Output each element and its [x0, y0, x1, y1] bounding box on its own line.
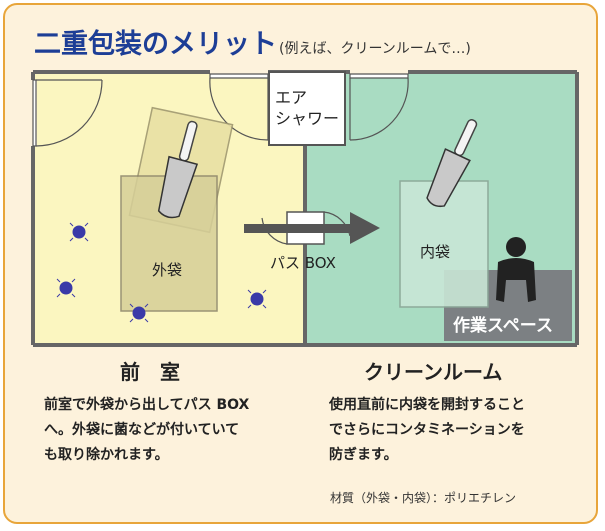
anteroom-desc-line: 前室で外袋から出してパス BOX [44, 397, 250, 413]
outer-bag-label: 外袋 [152, 261, 182, 279]
work-space-label: 作業スペース [453, 315, 553, 336]
inner-bag-label: 内袋 [420, 243, 450, 261]
pass-box-label: パス BOX [270, 254, 336, 272]
cleanroom-desc-line: でさらにコンタミネーションを [329, 422, 525, 438]
transfer-arrow [244, 212, 380, 244]
material-note: 材質（外袋・内袋）：ポリエチレン [330, 491, 517, 505]
scoop-icon-cleanroom [426, 119, 478, 208]
air-shower-label-2: シャワー [275, 109, 339, 128]
scoop-icon [157, 120, 199, 219]
air-shower-box [268, 71, 346, 146]
pass-box-door-left [261, 217, 288, 245]
worker-icon [496, 237, 536, 302]
cleanroom-door [349, 73, 409, 141]
air-shower-label-1: エア [275, 88, 307, 107]
germ-icons [56, 222, 267, 323]
title-subtitle: (例えば、クリーンルームで…) [279, 41, 471, 57]
title-main: 二重包装のメリット [34, 29, 277, 60]
anteroom-top-door-gap [210, 69, 268, 76]
anteroom-desc-line: へ。外袋に菌などが付いていて [44, 422, 240, 438]
anteroom-description: 前室で外袋から出してパス BOX へ。外袋に菌などが付いていて も取り除かれます… [44, 393, 249, 468]
anteroom-name: 前 室 [120, 360, 180, 384]
anteroom-desc-line: も取り除かれます。 [44, 447, 169, 463]
cleanroom-top-door-gap [350, 69, 408, 76]
cleanroom-desc-line: 使用直前に内袋を開封すること [329, 397, 525, 413]
entrance-door [32, 79, 103, 147]
cleanroom-description: 使用直前に内袋を開封すること でさらにコンタミネーションを 防ぎます。 [329, 393, 525, 468]
cleanroom-desc-line: 防ぎます。 [329, 447, 398, 463]
cleanroom-name: クリーンルーム [364, 360, 503, 384]
page-title: 二重包装のメリット(例えば、クリーンルームで…) [34, 22, 471, 61]
